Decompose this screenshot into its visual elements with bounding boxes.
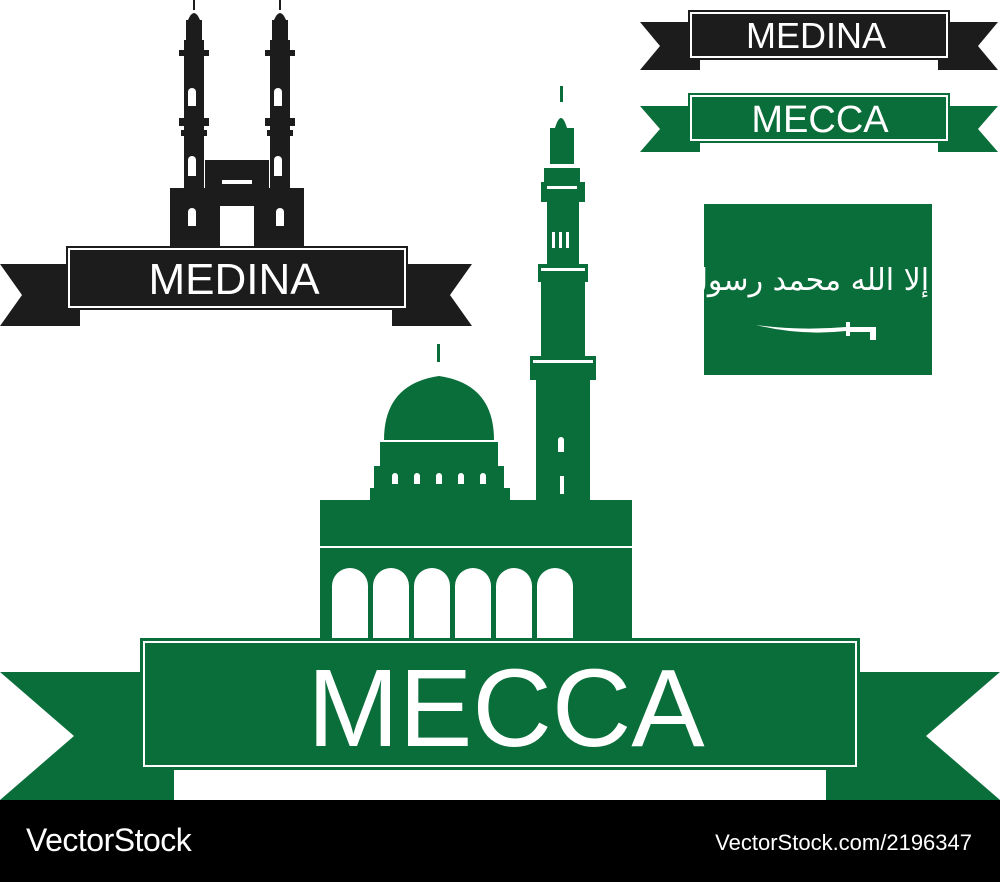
mecca-mosque-illustration [320, 86, 632, 638]
flag-inscription: لا إله إلا الله محمد رسول الله [633, 263, 999, 298]
mecca-banner: MECCA [0, 638, 1000, 800]
mecca-banner-label: MECCA [307, 647, 705, 770]
watermark-footer: VectorStock VectorStock.com/2196347 [0, 800, 1000, 882]
small-banner-medina-label: MEDINA [746, 15, 886, 56]
small-banner-mecca-label: MECCA [751, 99, 889, 141]
medina-mosque-illustration [170, 0, 304, 246]
saudi-flag: لا إله إلا الله محمد رسول الله [633, 204, 999, 375]
sword-icon [756, 322, 876, 340]
small-banner-medina: MEDINA [640, 10, 998, 70]
vectorstock-logo: VectorStock [26, 822, 192, 858]
medina-banner: MEDINA [0, 246, 472, 326]
image-id-label: VectorStock.com/2196347 [715, 830, 972, 855]
medina-banner-label: MEDINA [148, 255, 320, 304]
small-banner-mecca: MECCA [640, 93, 998, 152]
